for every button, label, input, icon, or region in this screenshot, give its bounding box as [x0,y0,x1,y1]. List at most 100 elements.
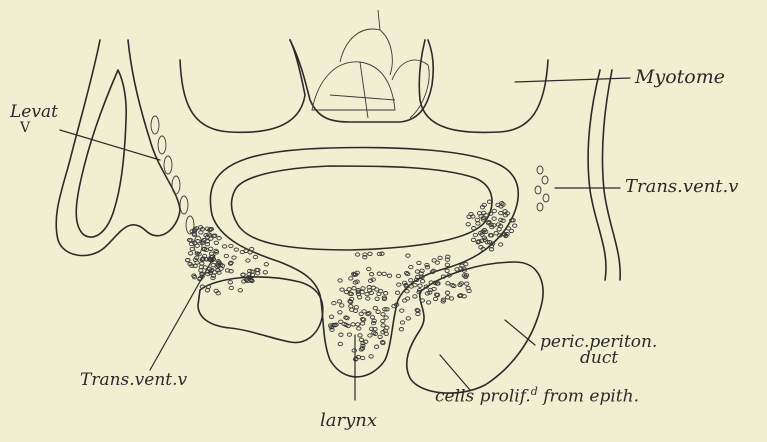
cell-dot [332,301,336,304]
cell-dot [384,316,388,319]
cell-dot [354,306,358,309]
cell-dot [378,335,382,338]
cell-dot [471,238,475,241]
label-trans-vent-right: Trans.vent.v [625,178,738,196]
cell-dot [232,256,236,259]
cell-dot [347,333,351,336]
cell-dot [420,280,424,283]
cell-dot [433,297,437,300]
cell-dot [492,217,496,220]
cell-dot [190,247,194,250]
right-trans-vent-fibres [535,166,549,211]
leader-levat [60,130,160,160]
cell-dot [425,266,429,269]
cell-dot [370,316,374,319]
cell-dot [405,290,409,293]
peric-periton-duct-right [407,262,543,393]
cell-dot [355,253,359,256]
cell-dot [356,323,360,326]
cell-dot [409,279,413,282]
cell-dot [399,328,403,331]
cell-dot [465,282,469,285]
cell-dot [199,231,203,234]
cell-dot [382,272,386,275]
cell-dot [406,317,410,320]
cell-dot [337,300,341,303]
cell-dot [464,262,468,265]
cell-dot [349,277,353,280]
cell-dot [365,292,369,295]
cell-dot [349,305,353,308]
cell-dot [340,288,344,291]
label-cells-prolif-sup: d [531,385,538,398]
cell-dot [494,232,498,235]
cell-dot [338,279,342,282]
cell-dot [224,254,228,257]
notochord-cells [312,10,429,118]
cell-dot [222,245,226,248]
cell-dot [234,248,238,251]
cell-dot [405,297,409,300]
cell-dot [195,244,199,247]
cell-dot [400,321,404,324]
pharynx-lumen [232,166,492,250]
label-trans-vent-left: Trans.vent.v [80,372,187,389]
right-body-wall-inner [602,70,620,280]
cell-dot [509,229,513,232]
cell-dot [499,211,503,214]
cell-dot [357,327,361,330]
cell-dot [340,304,344,307]
label-duct: duct [580,350,618,367]
cell-dot [418,284,422,287]
label-levat-v: V [20,121,30,135]
cell-dot [473,233,477,236]
cell-dot [359,338,363,341]
neural-tube-outline [180,40,548,132]
cell-dot [361,356,365,359]
cell-dot [409,265,413,268]
cell-dot [238,289,242,292]
leader-peric-periton [505,320,535,345]
cell-dot [375,297,379,300]
cell-dot [253,255,257,258]
cell-dot [400,309,404,312]
label-cells-prolif: cells prolif.d from epith. [435,386,639,406]
leader-myotome [515,78,630,82]
cell-dot [188,252,192,255]
cell-dot [360,322,364,325]
cell-dot [374,345,378,348]
cell-dot [396,274,400,277]
cell-dot [367,267,371,270]
cell-dot [445,269,449,272]
label-from-epith: from epith. [543,387,639,407]
cell-dot [351,323,355,326]
cell-dot [217,237,221,240]
cell-dot [347,288,351,291]
cell-dot [376,310,380,313]
cell-dot [445,263,449,266]
cell-dot [381,324,385,327]
cell-dot [375,288,379,291]
cell-dot [476,222,480,225]
cell-dot [499,243,503,246]
cell-dot [352,287,356,290]
cell-dot [246,259,250,262]
cell-dot [352,349,356,352]
cell-dot [369,355,373,358]
cell-dot [475,218,479,221]
cell-dot [438,256,442,259]
cell-dot [413,295,417,298]
cell-dot [358,334,362,337]
cell-dot [403,299,407,302]
pharynx-outer-wall [211,148,519,377]
cell-dot [211,276,215,279]
cell-dot [387,274,391,277]
cell-dot [263,271,267,274]
cell-dot [338,342,342,345]
cell-dot [264,263,268,266]
cell-dot [199,269,203,272]
cell-dot [205,289,209,292]
cell-dot [339,333,343,336]
cell-dot [366,297,370,300]
